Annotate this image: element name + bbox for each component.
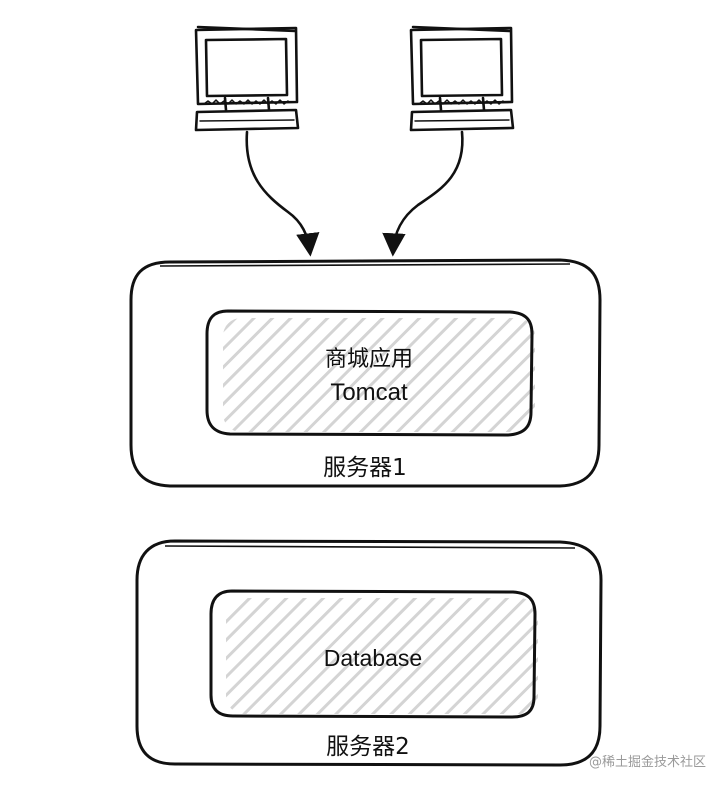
watermark-text: @稀土掘金技术社区 [589,754,706,770]
app-container-tomcat: 商城应用 Tomcat [205,309,535,437]
client-computer-left [194,25,300,132]
app-name-label: 商城应用 [325,347,413,372]
server2-box: Database 服务器2 [135,539,603,767]
server1-label: 服务器1 [323,455,407,481]
server1-box: 商城应用 Tomcat 服务器1 [129,258,602,488]
computer-icon [409,25,515,132]
database-label: Database [324,645,422,671]
client-computer-right [409,25,515,132]
database-container: Database [209,589,538,719]
arrow-right-client-to-server1 [382,130,464,257]
app-server-label: Tomcat [330,379,408,406]
computer-icon [194,25,300,132]
server2-label: 服务器2 [326,734,410,760]
arrow-left-client-to-server1 [245,130,320,257]
